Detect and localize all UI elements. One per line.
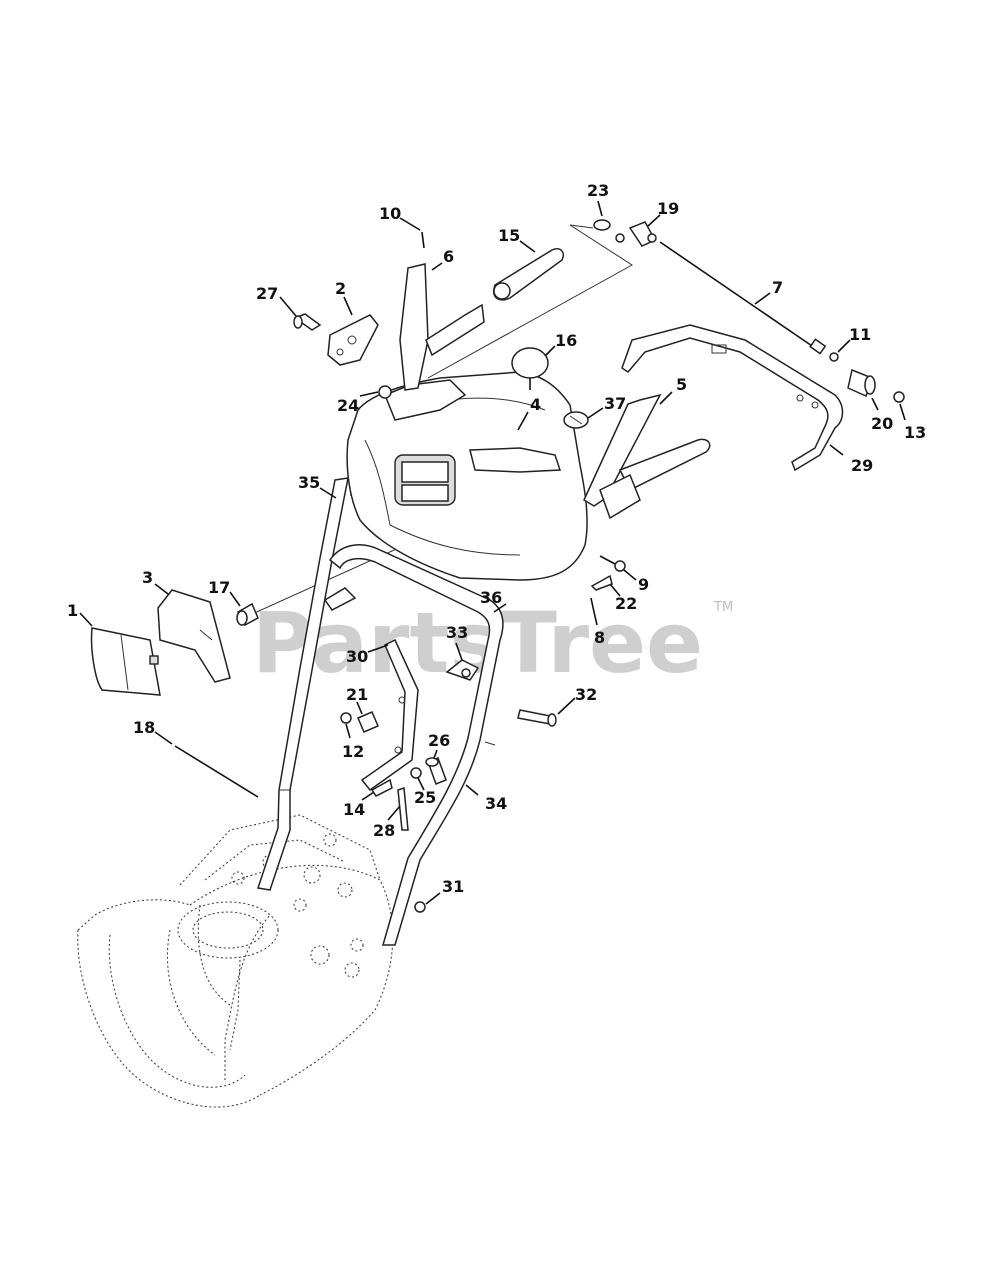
part-28 bbox=[397, 786, 409, 831]
callout-19: 19 bbox=[657, 199, 679, 218]
callout-37: 37 bbox=[604, 394, 626, 413]
shield-3 bbox=[157, 589, 231, 683]
callouts: 1 2 3 4 5 6 7 8 9 10 11 12 13 14 15 16 1… bbox=[67, 181, 926, 896]
callout-12: 12 bbox=[342, 742, 364, 761]
pin-32 bbox=[517, 709, 557, 727]
callout-36: 36 bbox=[480, 588, 502, 607]
callout-10: 10 bbox=[379, 204, 401, 223]
callout-11: 11 bbox=[849, 325, 871, 344]
watermark-tm: TM bbox=[713, 600, 733, 615]
part-11 bbox=[829, 352, 839, 362]
callout-29: 29 bbox=[851, 456, 873, 475]
handle-right bbox=[328, 544, 504, 946]
rod-18 bbox=[174, 745, 259, 798]
part-24 bbox=[378, 385, 392, 399]
callout-14: 14 bbox=[343, 800, 365, 819]
part-13 bbox=[893, 391, 905, 403]
part-21 bbox=[357, 711, 379, 733]
callout-15: 15 bbox=[498, 226, 520, 245]
part-22 bbox=[590, 574, 613, 591]
callout-6: 6 bbox=[443, 247, 454, 266]
part-20 bbox=[847, 368, 876, 398]
callout-24: 24 bbox=[337, 396, 359, 415]
callout-20: 20 bbox=[871, 414, 893, 433]
pin-10 bbox=[421, 231, 425, 249]
callout-25: 25 bbox=[414, 788, 436, 807]
bracket-29 bbox=[621, 324, 844, 472]
callout-2: 2 bbox=[335, 279, 346, 298]
part-17 bbox=[236, 602, 259, 627]
left-lever bbox=[399, 248, 564, 391]
knob-16 bbox=[511, 347, 549, 390]
right-lever bbox=[583, 393, 711, 520]
part-26 bbox=[425, 757, 447, 785]
callout-4: 4 bbox=[530, 395, 541, 414]
bracket-2 bbox=[327, 314, 379, 366]
part-23 bbox=[593, 219, 611, 231]
panel-1 bbox=[90, 627, 161, 696]
callout-1: 1 bbox=[67, 601, 78, 620]
callout-27: 27 bbox=[256, 284, 278, 303]
callout-17: 17 bbox=[208, 578, 230, 597]
callout-21: 21 bbox=[346, 685, 368, 704]
leader-lines bbox=[79, 200, 906, 905]
part-14 bbox=[370, 778, 393, 797]
callout-26: 26 bbox=[428, 731, 450, 750]
part-31 bbox=[414, 901, 426, 913]
callout-9: 9 bbox=[638, 575, 649, 594]
callout-16: 16 bbox=[555, 331, 577, 350]
callout-33: 33 bbox=[446, 623, 468, 642]
dash-panel bbox=[346, 371, 588, 581]
callout-31: 31 bbox=[442, 877, 464, 896]
part-33 bbox=[445, 659, 480, 681]
callout-28: 28 bbox=[373, 821, 395, 840]
part-19 bbox=[615, 221, 657, 247]
cable-7 bbox=[659, 241, 827, 355]
callout-30: 30 bbox=[346, 647, 368, 666]
callout-18: 18 bbox=[133, 718, 155, 737]
part-37 bbox=[563, 411, 589, 429]
part-9 bbox=[599, 555, 626, 572]
lever-30 bbox=[360, 638, 419, 792]
callout-35: 35 bbox=[298, 473, 320, 492]
bolt-27 bbox=[293, 313, 322, 331]
callout-22: 22 bbox=[615, 594, 637, 613]
callout-23: 23 bbox=[587, 181, 609, 200]
auger-housing bbox=[77, 814, 394, 1108]
callout-5: 5 bbox=[676, 375, 687, 394]
part-8 bbox=[590, 597, 595, 613]
callout-32: 32 bbox=[575, 685, 597, 704]
callout-13: 13 bbox=[904, 423, 926, 442]
callout-8: 8 bbox=[594, 628, 605, 647]
part-12 bbox=[340, 712, 352, 724]
part-33b bbox=[323, 587, 357, 611]
callout-3: 3 bbox=[142, 568, 153, 587]
callout-34: 34 bbox=[485, 794, 507, 813]
part-25 bbox=[410, 767, 422, 779]
callout-7: 7 bbox=[772, 278, 783, 297]
